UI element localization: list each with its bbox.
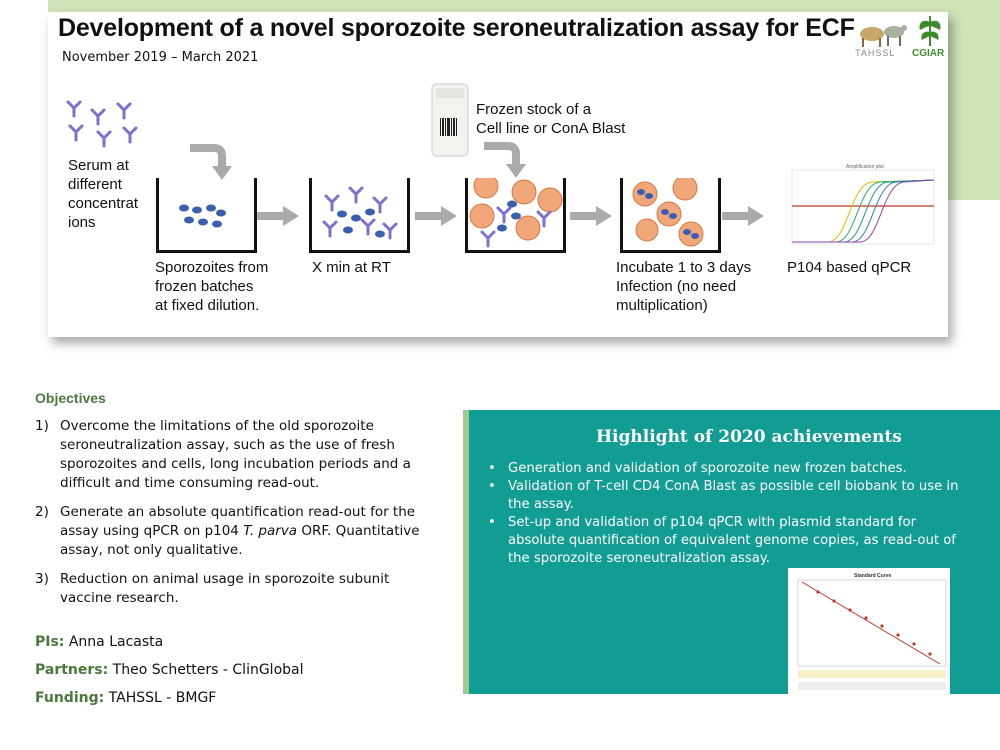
step-label-sporozoites: Sporozoites from frozen batches at fixed… xyxy=(155,259,269,314)
funding-key: Funding: xyxy=(35,690,105,706)
arrow-right-icon xyxy=(415,206,457,226)
well-cells-added xyxy=(465,173,566,253)
partners-key: Partners: xyxy=(35,662,109,678)
objective-text: Overcome the limitations of the old spor… xyxy=(60,418,411,491)
step-label-infection: Incubate 1 to 3 days Infection (no need … xyxy=(616,259,752,314)
objective-item: 1) Overcome the limitations of the old s… xyxy=(35,417,435,493)
frozen-vial-icon xyxy=(431,83,469,157)
objective-item: 3) Reduction on animal usage in sporozoi… xyxy=(35,570,435,608)
frozen-stock-label: Frozen stock of a Cell line or ConA Blas… xyxy=(476,101,626,137)
curved-arrow-icon xyxy=(190,144,232,180)
pis-value: Anna Lacasta xyxy=(64,634,164,650)
objective-italic-species: T. parva xyxy=(243,523,298,539)
objective-text: Reduction on animal usage in sporozoite … xyxy=(60,571,390,606)
partners-line: Partners: Theo Schetters - ClinGlobal xyxy=(35,662,304,678)
tahssl-logo-text: TAHSSL xyxy=(855,48,896,58)
cgiar-logo xyxy=(919,16,941,46)
curved-arrow-icon xyxy=(484,142,526,178)
objective-number: 3) xyxy=(35,571,49,587)
serum-label: Serum at different concentrat ions xyxy=(68,157,139,231)
arrow-right-icon xyxy=(570,206,612,226)
cgiar-logo-text: CGIAR xyxy=(912,48,945,59)
funding-line: Funding: TAHSSL - BMGF xyxy=(35,690,216,706)
background-left-margin xyxy=(0,0,48,200)
highlights-title: Highlight of 2020 achievements xyxy=(596,427,902,447)
tahssl-logo xyxy=(860,25,907,47)
arrow-right-icon xyxy=(722,206,764,226)
step-label-incubation-rt: X min at RT xyxy=(312,259,391,276)
objective-text: Generate an absolute quantification read… xyxy=(60,504,416,539)
antibodies-icon xyxy=(66,100,138,148)
highlight-item: Validation of T-cell CD4 ConA Blast as p… xyxy=(488,478,968,514)
partners-value: Theo Schetters - ClinGlobal xyxy=(108,662,304,678)
page-title: Development of a novel sporozoite serone… xyxy=(58,14,855,42)
standard-curve-plot: Standard Curve xyxy=(788,568,950,694)
highlight-item: Set-up and validation of p104 qPCR with … xyxy=(488,514,968,568)
objective-text-end: ORF. Quantitative assay, not only qualit… xyxy=(60,523,420,558)
arrow-right-icon xyxy=(257,206,299,226)
objectives-list: 1) Overcome the limitations of the old s… xyxy=(35,417,435,618)
well-sporozoites xyxy=(156,178,257,253)
project-dates: November 2019 – March 2021 xyxy=(62,50,259,65)
qpcr-amplification-plot: Amplification plot xyxy=(791,164,935,245)
highlight-item: Generation and validation of sporozoite … xyxy=(488,460,968,478)
funding-value: TAHSSL - BMGF xyxy=(104,690,217,706)
objectives-heading: Objectives xyxy=(35,390,106,406)
step-label-qpcr: P104 based qPCR xyxy=(787,259,912,276)
well-infected-cells xyxy=(620,175,721,253)
objective-number: 1) xyxy=(35,418,49,434)
objective-number: 2) xyxy=(35,504,49,520)
well-antibody-incubation xyxy=(309,178,410,253)
standard-curve-title: Standard Curve xyxy=(854,573,891,579)
pis-key: PIs: xyxy=(35,634,65,650)
highlights-list: Generation and validation of sporozoite … xyxy=(488,460,968,568)
objective-item: 2) Generate an absolute quantification r… xyxy=(35,503,435,560)
qpcr-plot-title: Amplification plot xyxy=(846,164,884,170)
pis-line: PIs: Anna Lacasta xyxy=(35,634,163,650)
